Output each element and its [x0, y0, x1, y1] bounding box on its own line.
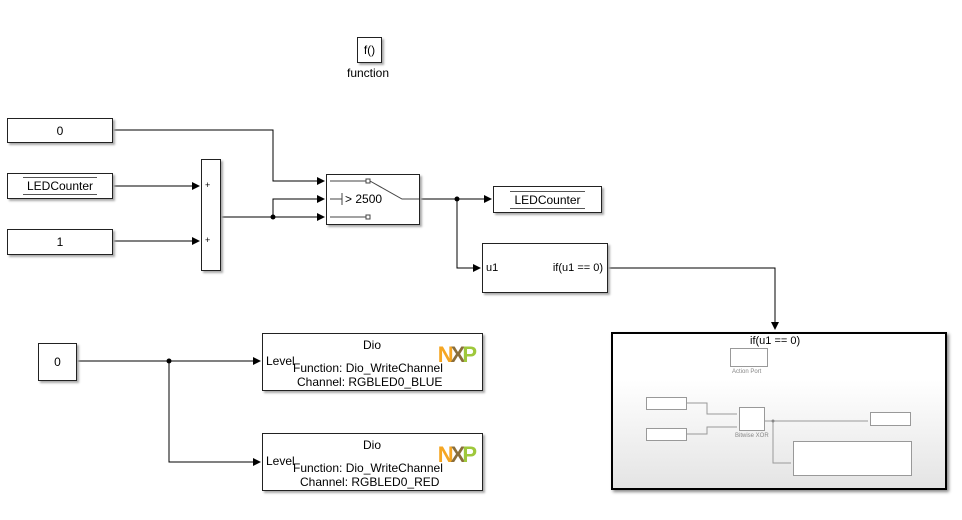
inner-output	[870, 412, 911, 426]
if-block[interactable]: u1 if(u1 == 0)	[482, 243, 608, 293]
subsystem-title: if(u1 == 0)	[750, 335, 801, 347]
line-const0-switch	[112, 129, 325, 185]
dio-red-block[interactable]: Dio Level Function: Dio_WriteChannel Cha…	[262, 433, 483, 491]
if-condition-label: if(u1 == 0)	[552, 262, 603, 274]
dio-title: Dio	[363, 438, 382, 452]
ds-write-block[interactable]: LEDCounter	[493, 186, 602, 213]
inner-subsystem	[793, 441, 912, 476]
if-input-label: u1	[486, 262, 499, 274]
line-const-dio-red	[168, 361, 261, 466]
constant-0-bottom-block[interactable]: 0	[38, 343, 77, 381]
dio-channel: Channel: RGBLED0_BLUE	[297, 375, 443, 389]
dio-title: Dio	[363, 338, 382, 352]
function-block[interactable]: f()	[357, 37, 382, 63]
ds-read-block[interactable]: LEDCounter	[7, 173, 113, 199]
switch-block[interactable]: > 2500	[326, 174, 420, 225]
function-label: function	[347, 66, 390, 80]
sum-sign: +	[205, 235, 211, 245]
action-port-label: Action Port	[732, 369, 762, 375]
constant-0-block[interactable]: 0	[7, 118, 113, 143]
nxp-logo: NXP	[437, 442, 477, 467]
line-if-subsystem	[607, 267, 779, 330]
xor-label: Bitwise XOR	[735, 433, 769, 439]
inner-input-1	[646, 397, 687, 410]
dio-function: Function: Dio_WriteChannel	[293, 461, 443, 475]
inner-input-2	[646, 428, 687, 441]
line-branch-switch2	[272, 195, 325, 217]
dio-port: Level	[266, 454, 295, 468]
inner-lines	[687, 402, 868, 464]
if-action-subsystem[interactable]: if(u1 == 0) Action Port Bitwise XOR	[611, 332, 947, 490]
dio-port: Level	[266, 354, 295, 368]
dio-function: Function: Dio_WriteChannel	[293, 361, 443, 375]
ds-read-label: LEDCounter	[22, 177, 98, 195]
switch-threshold: > 2500	[345, 192, 383, 206]
sum-sign: +	[205, 180, 211, 190]
bitwise-xor-block	[739, 407, 765, 431]
ds-write-label: LEDCounter	[510, 190, 585, 209]
sum-block[interactable]: + +	[201, 159, 221, 271]
action-port-block	[730, 348, 768, 367]
nxp-logo: NXP	[437, 342, 477, 367]
constant-1-block[interactable]: 1	[7, 229, 113, 255]
dio-blue-block[interactable]: Dio Level Function: Dio_WriteChannel Cha…	[262, 333, 483, 391]
dio-channel: Channel: RGBLED0_RED	[300, 475, 440, 489]
line-branch-if	[456, 199, 481, 272]
function-icon: f()	[363, 43, 376, 57]
